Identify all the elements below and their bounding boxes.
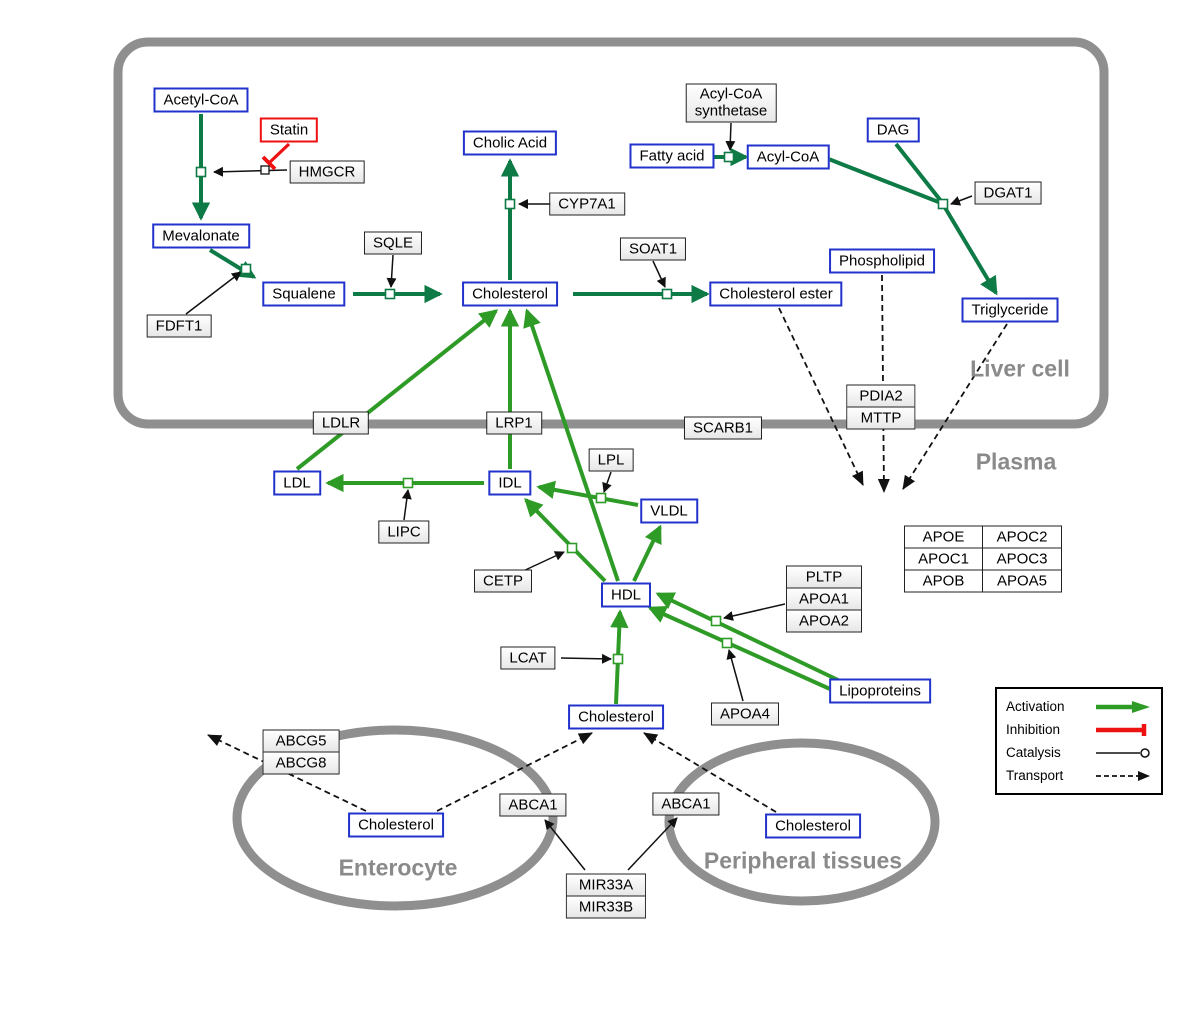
node-apoe[interactable]: APOE [905,526,983,549]
node-abca1-right[interactable]: ABCA1 [652,792,720,816]
legend-transport-label: Transport [1006,768,1064,783]
node-lipc[interactable]: LIPC [378,520,430,544]
liver-cell-label: Liver cell [970,355,1070,382]
legend-row-transport: Transport [1006,764,1152,787]
node-dgat1[interactable]: DGAT1 [974,181,1042,205]
node-sqle[interactable]: SQLE [363,231,423,255]
transport-dashed-arrow-icon [1096,770,1150,781]
node-mir33a[interactable]: MIR33A [566,874,646,896]
node-mir33b[interactable]: MIR33B [566,895,646,918]
node-cholesterol-peripheral[interactable]: Cholesterol [765,813,861,839]
legend-row-catalysis: Catalysis [1006,741,1152,764]
enterocyte-outline [232,725,558,911]
inhibition-tbar-icon [1096,723,1147,736]
node-pltp-apoa-group: PLTP APOA1 APOA2 [785,565,863,633]
transport-edges [207,274,1008,813]
inhibition-edge-statin [261,142,291,171]
node-ldl[interactable]: LDL [273,470,321,496]
node-acyl-coa[interactable]: Acyl-CoA [746,144,830,170]
node-acetyl-coa[interactable]: Acetyl-CoA [153,87,249,113]
reaction-node-squares [195,151,949,665]
node-cyp7a1[interactable]: CYP7A1 [549,192,625,216]
node-pltp[interactable]: PLTP [786,566,862,588]
activation-edges-liver [191,114,998,304]
liver-cell-outline [113,37,1109,429]
catalysis-edges [185,122,973,871]
plasma-label: Plasma [975,448,1057,475]
node-cholesterol-ester[interactable]: Cholesterol ester [709,281,843,307]
node-lrp1[interactable]: LRP1 [486,411,542,435]
node-mir33-group: MIR33A MIR33B [565,873,647,919]
node-pdia2-mttp-group: PDIA2 MTTP [846,384,916,430]
legend-row-inhibition: Inhibition [1006,718,1152,741]
node-apoa1[interactable]: APOA1 [786,587,862,610]
node-squalene[interactable]: Squalene [262,281,346,307]
node-abcg-group: ABCG5 ABCG8 [262,729,340,775]
node-pdia2[interactable]: PDIA2 [847,385,915,407]
node-cholesterol-enterocyte[interactable]: Cholesterol [348,812,444,838]
peripheral-tissues-label: Peripheral tissues [703,847,903,874]
activation-arrow-icon [1096,700,1150,713]
legend-activation-label: Activation [1006,699,1065,714]
apolipoprotein-table: APOE APOC2 APOC1 APOC3 APOB APOA5 [904,525,1062,593]
node-statin[interactable]: Statin [259,117,319,143]
legend-row-activation: Activation [1006,695,1152,718]
node-apoc1[interactable]: APOC1 [905,548,983,571]
node-apoc3[interactable]: APOC3 [983,548,1061,571]
node-apoc2[interactable]: APOC2 [983,526,1061,549]
acyl-coa-synthetase-line1: Acyl-CoA [699,85,763,103]
node-hmgcr[interactable]: HMGCR [289,160,365,184]
node-phospholipid[interactable]: Phospholipid [829,248,935,274]
node-lcat[interactable]: LCAT [500,646,556,670]
legend-inhibition-label: Inhibition [1006,722,1061,737]
node-hdl[interactable]: HDL [600,582,652,608]
node-lpl[interactable]: LPL [588,448,634,472]
node-apob[interactable]: APOB [905,570,983,592]
node-cholic-acid[interactable]: Cholic Acid [462,130,558,156]
node-abca1-left[interactable]: ABCA1 [499,793,567,817]
node-apoa5[interactable]: APOA5 [983,570,1061,592]
enterocyte-label: Enterocyte [338,854,458,881]
statin-junction-square [260,165,270,175]
node-acyl-coa-synthetase[interactable]: Acyl-CoA synthetase [685,83,777,123]
node-lipoproteins[interactable]: Lipoproteins [829,678,931,704]
legend: Activation Inhibition Catalysis Transpor… [995,687,1163,795]
node-scarb1[interactable]: SCARB1 [683,416,763,440]
node-soat1[interactable]: SOAT1 [619,237,687,261]
node-idl[interactable]: IDL [488,470,532,496]
node-fatty-acid[interactable]: Fatty acid [629,143,715,169]
node-ldlr[interactable]: LDLR [312,411,370,435]
node-cholesterol-plasma[interactable]: Cholesterol [568,704,664,730]
catalysis-circle-icon [1096,747,1150,758]
activation-edges-plasma [295,308,839,705]
node-apoa4[interactable]: APOA4 [710,702,780,726]
compartment-outlines [113,37,1109,911]
acyl-coa-synthetase-line2: synthetase [694,102,768,119]
legend-catalysis-label: Catalysis [1006,745,1061,760]
node-cetp[interactable]: CETP [473,569,533,593]
node-cholesterol-liver[interactable]: Cholesterol [462,281,558,307]
node-mttp[interactable]: MTTP [847,406,915,429]
node-mevalonate[interactable]: Mevalonate [152,223,250,249]
node-vldl[interactable]: VLDL [640,498,698,524]
node-dag[interactable]: DAG [866,117,920,143]
node-fdft1[interactable]: FDFT1 [146,314,212,338]
node-abcg5[interactable]: ABCG5 [263,730,339,752]
node-apoa2[interactable]: APOA2 [786,609,862,632]
node-triglyceride[interactable]: Triglyceride [961,297,1059,323]
node-abcg8[interactable]: ABCG8 [263,751,339,774]
